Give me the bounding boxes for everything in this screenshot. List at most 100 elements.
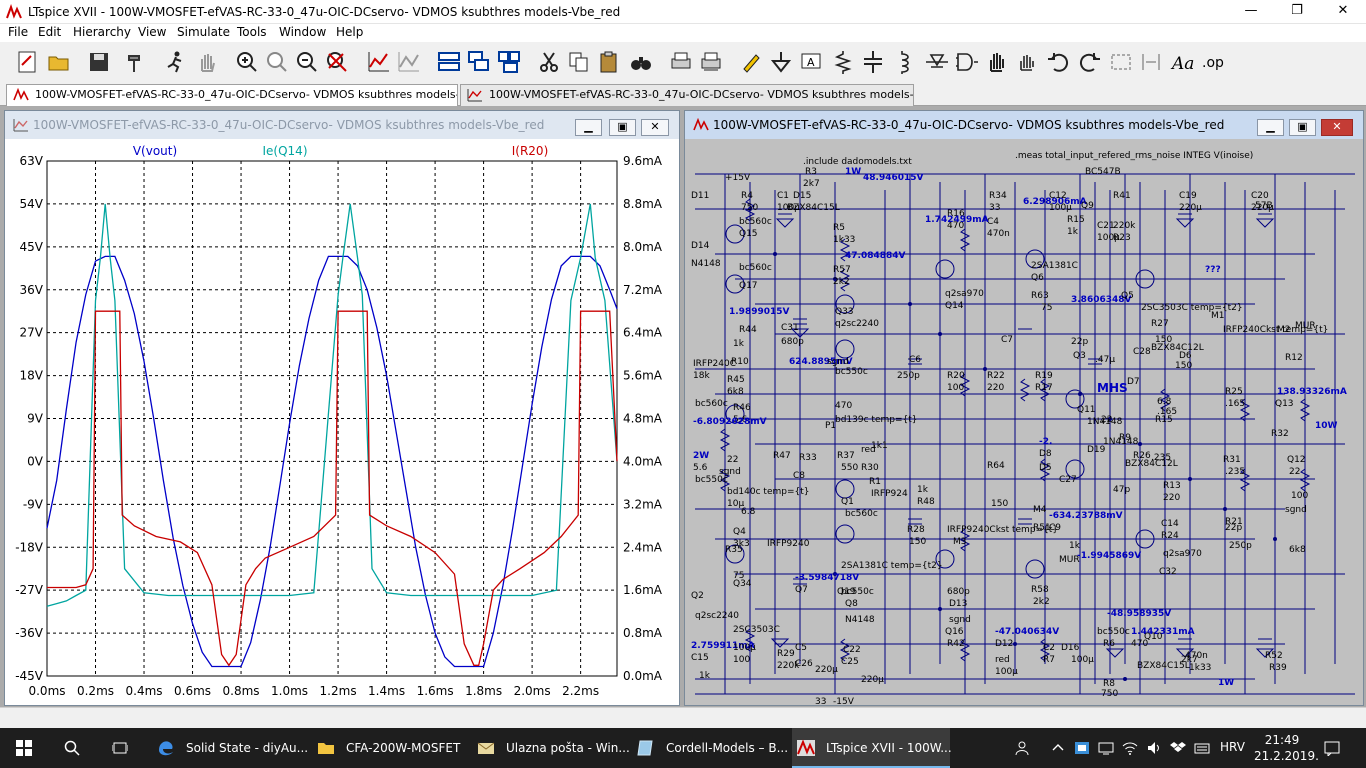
component-label[interactable]: IRFP9240 — [767, 539, 810, 549]
component-label[interactable]: R41 — [1113, 191, 1131, 201]
control-panel-hammer-icon[interactable] — [124, 49, 150, 75]
component-label[interactable]: R48 — [917, 497, 935, 507]
schematic-annotation[interactable]: 2.759911mA — [691, 641, 755, 651]
schematic-annotation[interactable]: 10W — [1315, 421, 1338, 431]
component-label[interactable]: 100 — [1291, 491, 1308, 501]
component-label[interactable]: bc560c — [739, 263, 772, 273]
component-label[interactable]: 2SC3503C temp={t2} — [1141, 303, 1243, 313]
component-label[interactable]: R46 — [733, 403, 751, 413]
text-icon[interactable]: Aa — [1170, 49, 1196, 75]
component-label[interactable]: M4 — [1033, 505, 1047, 515]
component-label[interactable]: 680p — [781, 337, 804, 347]
component-label[interactable]: 100µ — [1097, 233, 1120, 243]
schematic-annotation[interactable]: -634.23788mV — [1049, 511, 1123, 521]
component-label[interactable]: R51 — [1033, 523, 1051, 533]
component-label[interactable]: 18k — [693, 371, 710, 381]
component-label[interactable]: R15 — [1155, 415, 1173, 425]
wifi-icon[interactable] — [1122, 740, 1138, 756]
menu-tools[interactable]: Tools — [237, 25, 267, 39]
component-label[interactable]: M3 — [953, 537, 967, 547]
component-label[interactable]: C5 — [795, 643, 807, 653]
component-label[interactable]: 1k — [1069, 541, 1081, 551]
schematic-annotation[interactable]: -2. — [1039, 437, 1052, 447]
menu-hierarchy[interactable]: Hierarchy — [73, 25, 132, 39]
component-label[interactable]: 750 — [1101, 689, 1118, 699]
menu-file[interactable]: File — [8, 25, 29, 39]
taskbar-app-document[interactable]: Cordell-Models – B... — [632, 728, 790, 768]
component-label[interactable]: C15 — [691, 653, 709, 663]
schematic-annotation[interactable]: 47.084884V — [845, 251, 906, 261]
component-label[interactable]: R10 — [731, 357, 749, 367]
print-icon[interactable] — [668, 49, 694, 75]
spice-directive-icon[interactable]: .op — [1200, 49, 1226, 75]
component-label[interactable]: bc550c — [841, 587, 874, 597]
component-label[interactable]: R34 — [989, 191, 1007, 201]
component-label[interactable]: 3k3 — [733, 539, 750, 549]
component-label[interactable]: R58 — [1031, 585, 1049, 595]
component-label[interactable]: 220k — [1113, 221, 1136, 231]
component-label[interactable]: R21 — [1225, 517, 1243, 527]
component-label[interactable]: 220µ — [1251, 203, 1274, 213]
series-legend-label[interactable]: V(vout) — [133, 144, 177, 158]
inductor-icon[interactable] — [890, 49, 916, 75]
menu-simulate[interactable]: Simulate — [177, 25, 231, 39]
component-label[interactable]: R9 — [1119, 433, 1131, 443]
component-label[interactable]: R23 — [1113, 233, 1131, 243]
resistor-icon[interactable] — [830, 49, 856, 75]
component-label[interactable]: C9 — [1049, 523, 1061, 533]
component-label[interactable]: R1 — [869, 477, 881, 487]
component-label[interactable]: IRFP924 — [871, 489, 908, 499]
component-label[interactable]: D16 — [1061, 643, 1080, 653]
component-label[interactable]: R52 — [1265, 651, 1283, 661]
component-label[interactable]: 150 — [1175, 361, 1192, 371]
component-label[interactable]: R39 — [1269, 663, 1287, 673]
component-label[interactable]: C31 — [781, 323, 799, 333]
component-label[interactable]: R16 — [947, 209, 965, 219]
tab-waveform[interactable]: 100W-VMOSFET-efVAS-RC-33-0_47u-OIC-DCser… — [460, 84, 914, 106]
component-label[interactable]: R8 — [1103, 679, 1115, 689]
component-label[interactable]: bc550c — [695, 475, 728, 485]
component-label[interactable]: C27 — [1059, 475, 1077, 485]
component-label[interactable]: C25 — [841, 657, 859, 667]
component-label[interactable]: 220 — [1163, 493, 1180, 503]
component-label[interactable]: 6k8 — [727, 387, 744, 397]
component-label[interactable]: R17 — [1035, 383, 1053, 393]
component-label[interactable]: 470n — [1185, 651, 1208, 661]
component-label[interactable]: R4 — [741, 191, 753, 201]
component-label[interactable]: 22 — [1289, 467, 1300, 477]
component-label[interactable]: 150 — [991, 499, 1008, 509]
component-label[interactable]: 2k2 — [833, 277, 850, 287]
waveform-close-button[interactable]: ✕ — [641, 119, 669, 136]
copy-icon[interactable] — [566, 49, 592, 75]
component-label[interactable]: Q2 — [691, 591, 704, 601]
component-label[interactable]: Q33 — [835, 307, 854, 317]
component-label[interactable]: 6.8 — [1157, 397, 1172, 407]
component-label[interactable]: D19 — [1087, 445, 1106, 455]
component-label[interactable]: 100 — [947, 383, 964, 393]
menu-edit[interactable]: Edit — [38, 25, 62, 39]
component-label[interactable]: D5 — [1039, 463, 1052, 473]
component-label[interactable]: C26 — [795, 659, 813, 669]
component-label[interactable]: R45 — [727, 375, 745, 385]
component-label[interactable]: C7 — [1001, 335, 1013, 345]
component-label[interactable]: 22 — [1101, 415, 1112, 425]
component-label[interactable]: 2SC3503C — [733, 625, 780, 635]
component-label[interactable]: 33 — [989, 203, 1000, 213]
component-label[interactable]: R44 — [739, 325, 757, 335]
cascade-windows-icon[interactable] — [466, 49, 492, 75]
component-label[interactable]: R12 — [1285, 353, 1303, 363]
input-language[interactable]: HRV — [1220, 740, 1245, 754]
start-button[interactable] — [0, 728, 48, 768]
component-label[interactable]: R31 — [1223, 455, 1241, 465]
component-label[interactable]: 100µ — [733, 643, 756, 653]
cursor-plot-icon[interactable] — [396, 49, 422, 75]
component-label[interactable]: C22 — [843, 645, 861, 655]
close-button[interactable]: ✕ — [1337, 3, 1349, 18]
component-label[interactable]: R3 — [805, 167, 817, 177]
component-label[interactable]: R47 — [773, 451, 791, 461]
component-label[interactable]: D14 — [691, 241, 710, 251]
component-label[interactable]: Q13 — [1275, 399, 1294, 409]
component-label[interactable]: R37 — [837, 451, 855, 461]
component-label[interactable]: R63 — [1031, 291, 1049, 301]
